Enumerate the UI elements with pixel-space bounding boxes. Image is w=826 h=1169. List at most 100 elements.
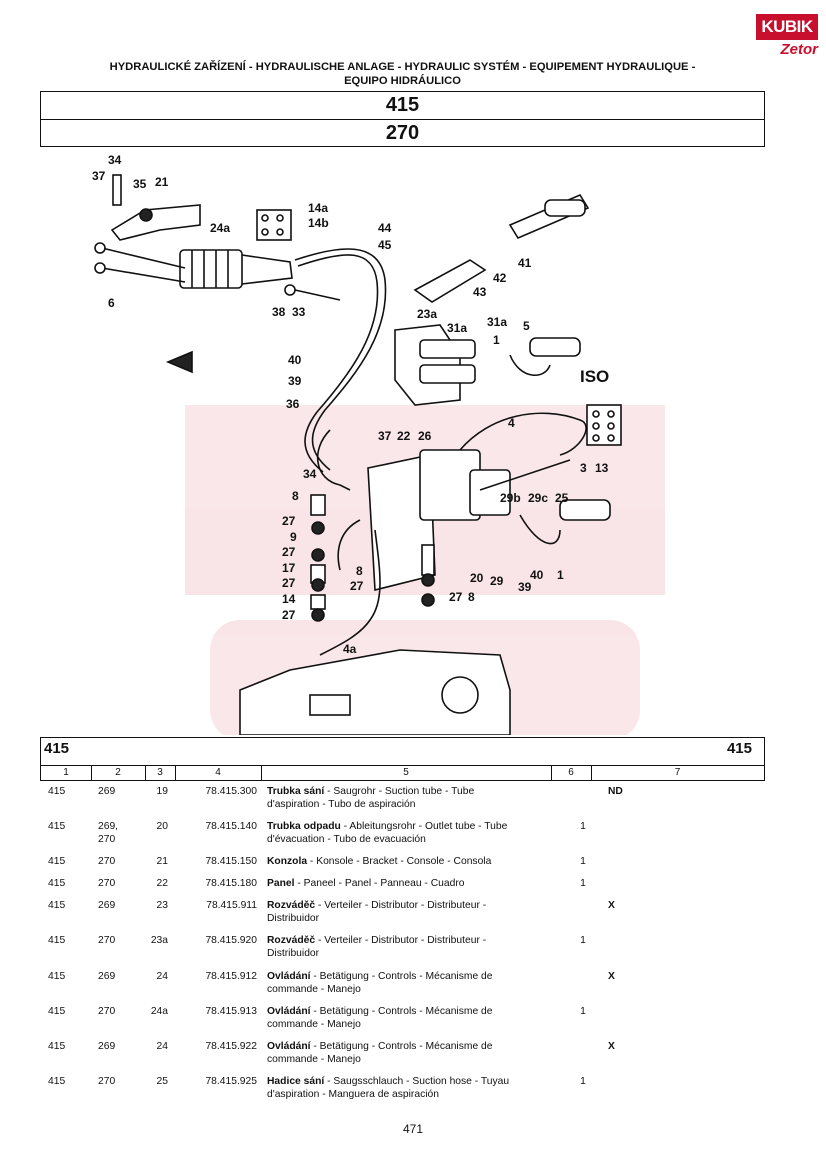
part-label: 8: [292, 489, 299, 503]
cell-subgroup: 269: [98, 786, 116, 797]
page-number: 471: [402, 1122, 424, 1136]
part-label: 25: [555, 491, 569, 505]
part-label: 29b: [500, 491, 521, 505]
subgroup-code: 270: [41, 119, 764, 147]
cell-note: X: [608, 900, 615, 911]
part-label: 9: [290, 530, 297, 544]
cell-subgroup: 269: [98, 1041, 116, 1052]
part-label: 43: [473, 285, 487, 299]
cell-part-number: 78.415.925: [205, 1076, 257, 1087]
cell-note: X: [608, 971, 615, 982]
part-label: 1: [557, 568, 564, 582]
cell-description: Trubka odpadu - Ableitungsrohr - Outlet …: [267, 820, 557, 846]
part-label: 27: [350, 579, 364, 593]
part-desc: Distribuidor: [267, 948, 320, 959]
part-desc: d'aspiration - Manguera de aspiración: [267, 1089, 439, 1100]
cell-description: Ovládání - Betätigung - Controls - Mécan…: [267, 1005, 557, 1031]
part-label: 8: [356, 564, 363, 578]
part-label: 27: [282, 608, 296, 622]
cell-description: Konzola - Konsole - Bracket - Console - …: [267, 855, 557, 868]
cell-note: X: [608, 1041, 615, 1052]
cell-quantity: 1: [580, 821, 586, 832]
cell-subgroup-line: 270: [98, 834, 116, 845]
title-line-1: HYDRAULICKÉ ZAŘÍZENÍ - HYDRAULISCHE ANLA…: [109, 61, 696, 73]
cell-description: Rozváděč - Verteiler - Distributor - Dis…: [267, 899, 557, 925]
cell-group: 415: [48, 935, 66, 946]
cell-subgroup: 270: [98, 878, 116, 889]
col-header-6: 6: [551, 766, 592, 781]
part-label: 41: [518, 256, 532, 270]
part-label: 40: [530, 568, 544, 582]
title-line-2: EQUIPO HIDRÁULICO: [344, 74, 461, 87]
part-label: 27: [282, 576, 296, 590]
cell-part-number: 78.415.913: [205, 1006, 257, 1017]
part-label: 34: [108, 153, 122, 167]
cell-position: 24a: [150, 1006, 168, 1017]
exploded-diagram: 34 37 35 21 14a 14b 24a 44 45 6 38 33 42…: [40, 150, 780, 735]
cell-position: 24: [156, 1041, 168, 1052]
part-desc: commande - Manejo: [267, 1054, 361, 1065]
cell-part-number: 78.415.300: [205, 786, 257, 797]
cell-part-number: 78.415.150: [205, 856, 257, 867]
part-desc: commande - Manejo: [267, 984, 361, 995]
col-header-5: 5: [261, 766, 552, 781]
part-label: 40: [288, 353, 302, 367]
col-header-7: 7: [674, 767, 681, 778]
col-header-1: 1: [41, 766, 92, 781]
part-label: 35: [133, 177, 147, 191]
part-label: 17: [282, 561, 296, 575]
cell-group: 415: [48, 1006, 66, 1017]
part-name: Rozváděč: [267, 900, 316, 911]
part-label: 27: [449, 590, 463, 604]
cell-description: Ovládání - Betätigung - Controls - Mécan…: [267, 1040, 557, 1066]
brand-logo: KUBIK Zetor: [756, 14, 818, 62]
cell-subgroup-line: 269,: [98, 821, 119, 832]
part-label: 13: [595, 461, 609, 475]
part-label: 14b: [308, 216, 329, 230]
column-headers: 1 2 3 4 5 6 7: [41, 765, 764, 781]
part-label: 5: [523, 319, 530, 333]
part-name: Rozváděč: [267, 935, 316, 946]
part-label: 24a: [210, 221, 230, 235]
part-label: 37: [92, 169, 106, 183]
cell-quantity: 1: [580, 935, 586, 946]
col-header-2: 2: [91, 766, 146, 781]
cell-description: Panel - Paneel - Panel - Panneau - Cuadr…: [267, 877, 557, 890]
cell-group: 415: [48, 821, 66, 832]
part-label: 26: [418, 429, 432, 443]
cell-group: 415: [48, 971, 66, 982]
cell-group: 415: [48, 1076, 66, 1087]
part-desc: - Ableitungsrohr - Outlet tube - Tube: [340, 821, 508, 832]
part-label: 39: [288, 374, 302, 388]
logo-zetor: Zetor: [780, 41, 819, 58]
cell-position: 24: [156, 971, 168, 982]
part-desc: - Betätigung - Controls - Mécanisme de: [310, 1041, 493, 1052]
part-label: 34: [303, 467, 317, 481]
cell-position: 21: [156, 856, 168, 867]
part-label: 33: [292, 305, 306, 319]
cell-group: 415: [48, 878, 66, 889]
part-labels: 34 37 35 21 14a 14b 24a 44 45 6 38 33 42…: [92, 153, 609, 656]
cell-position: 23a: [150, 935, 168, 946]
part-label: 37: [378, 429, 392, 443]
cell-description: Rozváděč - Verteiler - Distributor - Dis…: [267, 934, 557, 960]
cell-description: Trubka sání - Saugrohr - Suction tube - …: [267, 785, 557, 811]
part-label: 31a: [447, 321, 467, 335]
diagram-linework: [94, 174, 622, 735]
part-name: Trubka sání: [267, 786, 325, 797]
cell-part-number: 78.415.140: [205, 821, 257, 832]
part-label: 14a: [308, 201, 328, 215]
cell-group: 415: [48, 900, 66, 911]
cell-description: Ovládání - Betätigung - Controls - Mécan…: [267, 970, 557, 996]
cell-part-number: 78.415.912: [205, 971, 257, 982]
part-desc: - Saugsschlauch - Suction hose - Tuyau: [324, 1076, 510, 1087]
cell-part-number: 78.415.180: [205, 878, 257, 889]
part-desc: Distribuidor: [267, 913, 320, 924]
part-name: Panel: [267, 878, 295, 889]
cell-description: Hadice sání - Saugsschlauch - Suction ho…: [267, 1075, 557, 1101]
cell-subgroup: 270: [98, 856, 116, 867]
page-title: HYDRAULICKÉ ZAŘÍZENÍ - HYDRAULISCHE ANLA…: [40, 61, 765, 88]
cell-position: 19: [156, 786, 168, 797]
col-header-4: 4: [175, 766, 262, 781]
cell-position: 23: [156, 900, 168, 911]
